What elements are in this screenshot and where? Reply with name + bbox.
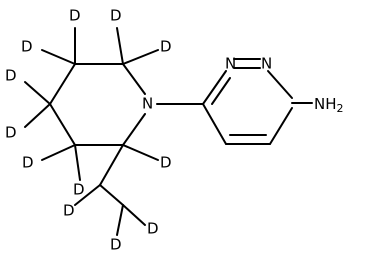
bond-c3top-c4 [49, 63, 76, 105]
bond-c2bot-ch3 [99, 144, 124, 186]
deuterium-label: D [73, 181, 85, 199]
nh2-subscript: 2 [337, 102, 344, 115]
bond-d8 [74, 144, 81, 181]
deuterium-label: D [5, 124, 17, 142]
bond-npip-c2top [122, 63, 146, 95]
deuterium-label: D [110, 236, 122, 254]
bond-d10 [74, 184, 101, 206]
bond-c2bot-npip [122, 113, 146, 146]
deuterium-label: D [22, 154, 34, 172]
atom-npip-label: N [142, 95, 153, 113]
bond-c5-c6 [202, 103, 227, 145]
deuterium-label: D [160, 38, 172, 56]
atom-n2-label: N [261, 55, 272, 73]
bond-d2 [116, 27, 124, 65]
bond-d7 [41, 144, 76, 161]
pyridazine-ring [202, 58, 313, 145]
piperidine-ring [49, 63, 146, 206]
bond-d5 [24, 81, 51, 105]
atom-n1-label: N [225, 55, 236, 73]
deuterium-labels: D D D D D D D D D D D D [5, 7, 172, 254]
bond-d11 [122, 204, 146, 226]
deuterium-label: D [147, 220, 159, 238]
deuterium-label: D [5, 67, 17, 85]
bond-d3 [122, 49, 159, 65]
bond-c3-c4 [269, 107, 293, 145]
atom-nh2-label: NH2 [314, 95, 344, 116]
deuterium-label: D [110, 7, 122, 25]
bond-ch3-carbon [99, 184, 124, 206]
deuterium-label: D [160, 154, 172, 172]
bond-c6-n1 [202, 70, 227, 105]
deuterium-label: D [63, 202, 75, 220]
bond-n2-c3 [267, 70, 293, 99]
bond-c6-n1-double [211, 77, 231, 105]
bond-d4 [41, 49, 76, 65]
bond-d9 [122, 144, 159, 161]
deuterium-label: D [21, 38, 33, 56]
bond-c4-c3bot [49, 103, 76, 146]
deuterium-bonds [24, 27, 159, 236]
bond-d6 [24, 103, 51, 128]
nh2-main: NH [314, 95, 337, 113]
deuterium-label: D [69, 7, 81, 25]
bond-d12 [116, 204, 124, 236]
